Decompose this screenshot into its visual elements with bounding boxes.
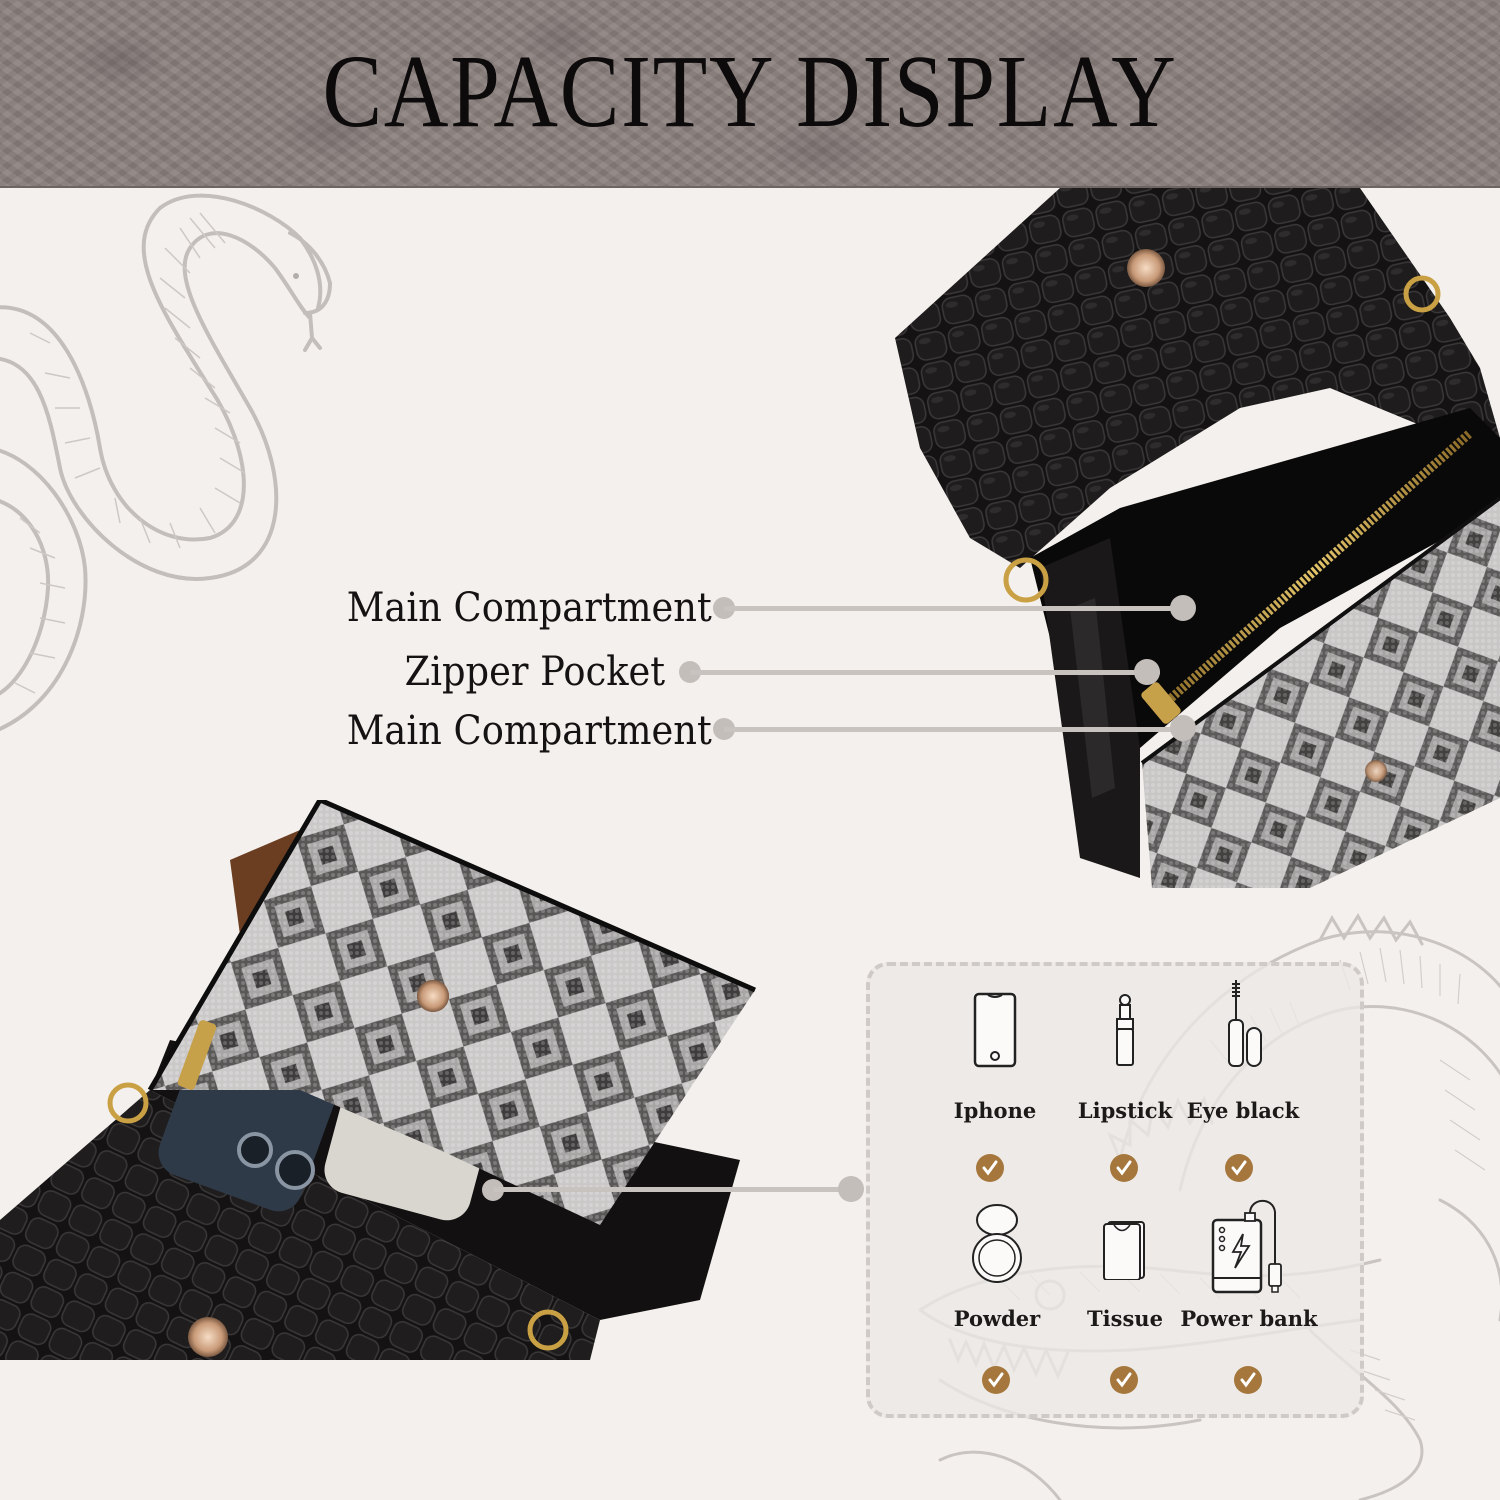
tissue-icon [1103, 1221, 1145, 1280]
callout-label: Main Compartment [346, 708, 712, 754]
phone-icon [973, 992, 1017, 1068]
page-title: CAPACITY DISPLAY [322, 34, 1178, 149]
callout-leader-line [493, 1187, 848, 1192]
capacity-panel: Iphone Lipstick Eye black [866, 962, 1364, 1418]
callout-label: Zipper Pocket [404, 649, 665, 695]
capacity-item-label: Powder [953, 1306, 1041, 1331]
callout-label: Main Compartment [346, 585, 712, 631]
capacity-item-iphone: Iphone [920, 990, 1070, 1123]
callout-leader-line [690, 670, 1160, 675]
capacity-item-eye-black: Eye black [1168, 976, 1318, 1123]
compact-powder-icon [972, 1204, 1022, 1283]
capacity-item-label: Iphone [953, 1098, 1037, 1123]
callout-end-dot [1134, 659, 1160, 685]
product-photo-bag-with-contents [0, 800, 757, 1360]
check-icon-tissue [1110, 1366, 1138, 1394]
capacity-item-label: Eye black [1186, 1098, 1300, 1123]
mascara-icon [1228, 980, 1262, 1067]
callout-end-dot [838, 1176, 864, 1202]
capacity-item-power-bank: Power bank [1174, 1194, 1324, 1331]
capacity-item-label: Tissue [1087, 1306, 1163, 1331]
check-icon-powder [982, 1366, 1010, 1394]
callout-end-dot [1170, 595, 1196, 621]
callout-leader-line [724, 606, 1184, 611]
capacity-item-label: Power bank [1180, 1306, 1318, 1331]
check-icon-iphone [976, 1154, 1004, 1182]
capacity-item-label: Lipstick [1077, 1098, 1173, 1123]
callout-end-dot [1170, 715, 1196, 741]
check-icon-eye-black [1225, 1154, 1253, 1182]
lipstick-icon [1116, 994, 1134, 1066]
check-icon-lipstick [1110, 1154, 1138, 1182]
check-icon-power-bank [1234, 1366, 1262, 1394]
capacity-item-powder: Powder [922, 1202, 1072, 1331]
product-photo-open-bag [895, 188, 1500, 888]
capacity-item-tissue: Tissue [1050, 1216, 1200, 1331]
power-bank-icon [1211, 1199, 1282, 1294]
callout-leader-line [724, 727, 1184, 732]
snake-sketch-decoration [0, 193, 333, 731]
capacity-item-lipstick: Lipstick [1050, 990, 1200, 1123]
header-band: CAPACITY DISPLAY [0, 0, 1500, 188]
